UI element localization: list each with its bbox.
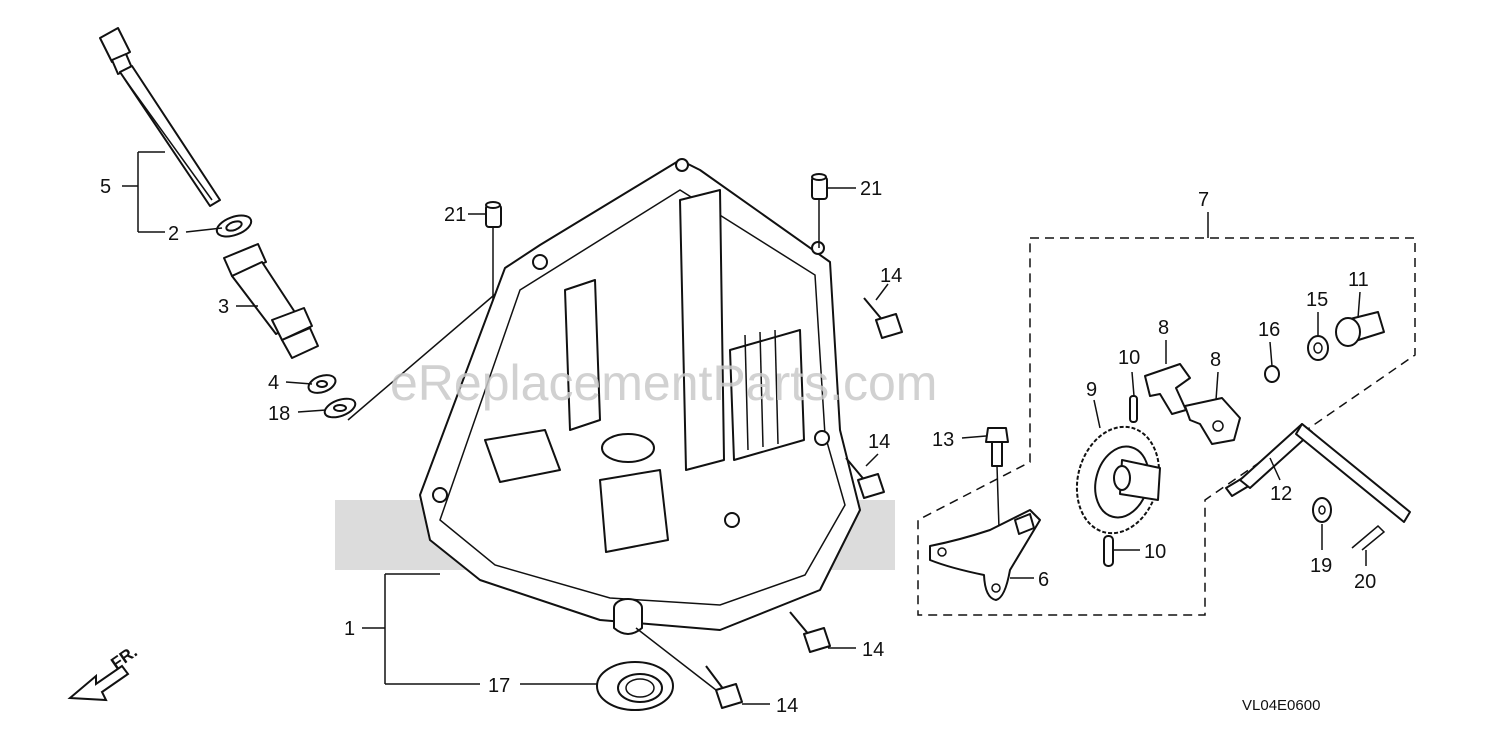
callout-13: 13 <box>932 429 954 451</box>
callout-10-upper: 10 <box>1118 347 1140 369</box>
callout-4: 4 <box>268 372 279 394</box>
governor-arm-shaft-part[interactable] <box>1225 423 1411 523</box>
callout-8-right: 8 <box>1210 349 1221 371</box>
callout-19: 19 <box>1310 555 1332 577</box>
slider-11-part[interactable] <box>1335 311 1385 347</box>
washer-16-part[interactable] <box>1264 365 1280 383</box>
callout-labels: 5 2 3 4 18 1 17 21 21 14 14 14 14 7 13 6… <box>100 176 1376 717</box>
callout-16: 16 <box>1258 319 1280 341</box>
weight-8-left-part[interactable] <box>1144 363 1191 415</box>
dipstick-part[interactable] <box>99 27 221 207</box>
seal-part[interactable] <box>322 395 358 421</box>
callout-1: 1 <box>344 618 355 640</box>
washer-15-part[interactable] <box>1307 335 1329 361</box>
front-arrow: FR. <box>67 642 141 702</box>
callout-2: 2 <box>168 223 179 245</box>
callout-14-top: 14 <box>880 265 902 287</box>
callout-3: 3 <box>218 296 229 318</box>
front-label: FR. <box>107 642 140 673</box>
callout-14-middle: 14 <box>868 431 890 453</box>
callout-20: 20 <box>1354 571 1376 593</box>
washer-part[interactable] <box>306 372 338 397</box>
callout-15: 15 <box>1306 289 1328 311</box>
washer-19-part[interactable] <box>1312 497 1332 523</box>
oil-seal-part[interactable] <box>596 661 674 711</box>
bolt-guide <box>635 627 717 691</box>
callout-9: 9 <box>1086 379 1097 401</box>
callout-6: 6 <box>1038 569 1049 591</box>
dowel-pin-part-right[interactable] <box>811 173 828 200</box>
callout-7: 7 <box>1198 189 1209 211</box>
governor-arm-holder-part[interactable] <box>929 509 1041 601</box>
crankcase-cover-part[interactable] <box>419 158 861 635</box>
callout-5: 5 <box>100 176 111 198</box>
dowel-pin-part-left[interactable] <box>485 201 502 228</box>
clip-20-part[interactable] <box>1351 524 1386 551</box>
governor-gear-part[interactable] <box>1065 417 1170 542</box>
weight-8-right-part[interactable] <box>1184 397 1241 445</box>
leader-lines <box>122 151 1367 705</box>
watermark-text: eReplacementParts.com <box>390 355 937 411</box>
front-arrow-icon <box>67 664 130 702</box>
pin-10-upper-part[interactable] <box>1129 395 1138 423</box>
callout-12: 12 <box>1270 483 1292 505</box>
callout-18: 18 <box>268 403 290 425</box>
callout-17: 17 <box>488 675 510 697</box>
callout-21-right: 21 <box>860 178 882 200</box>
o-ring-part[interactable] <box>214 211 254 240</box>
flange-bolt-part-1[interactable] <box>863 297 903 339</box>
assembly-line <box>347 289 501 421</box>
callout-8-left: 8 <box>1158 317 1169 339</box>
bolt-13-part[interactable] <box>985 427 1009 467</box>
callout-10-lower: 10 <box>1144 541 1166 563</box>
flange-bolt-part-4[interactable] <box>705 665 743 709</box>
callout-21-left: 21 <box>444 204 466 226</box>
callout-14-lower: 14 <box>862 639 884 661</box>
callout-14-bottom: 14 <box>776 695 798 717</box>
flange-bolt-part-2[interactable] <box>845 457 885 499</box>
oil-filler-tube-part[interactable] <box>223 243 319 359</box>
callout-11: 11 <box>1348 269 1369 291</box>
flange-bolt-part-3[interactable] <box>789 611 831 653</box>
pin-10-lower-part[interactable] <box>1103 535 1114 567</box>
diagram-code: VL04E0600 <box>1242 697 1320 714</box>
governor-assembly-dash <box>917 237 1416 616</box>
